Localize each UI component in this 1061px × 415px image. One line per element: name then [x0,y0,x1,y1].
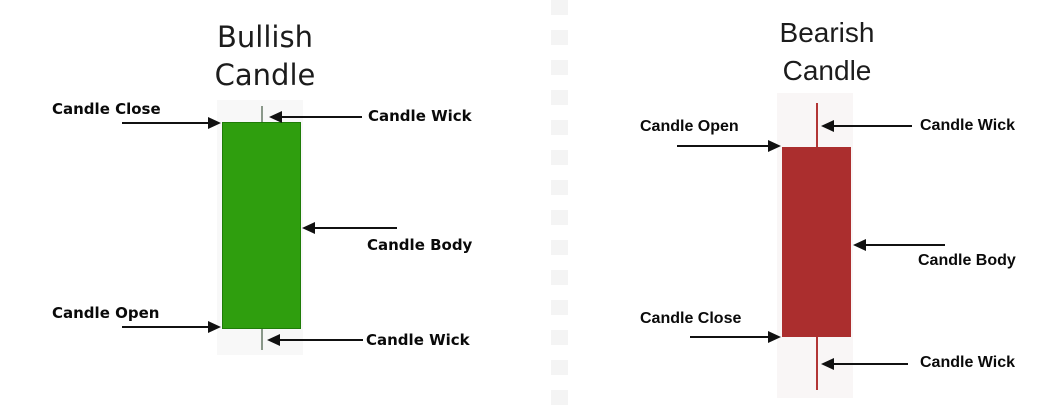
label-candle-wick-top: Candle Wick [920,117,1015,134]
arrow-shaft [311,227,397,229]
label-candle-close: Candle Close [640,310,742,327]
arrow-head [302,222,315,234]
arrow-head [821,120,834,132]
label-candle-wick-bottom: Candle Wick [366,331,470,349]
arrow-head [267,334,280,346]
bullish-candle-body [222,122,301,329]
arrow-shaft [690,336,772,338]
arrow-shaft [830,363,908,365]
transparency-checker-strip [551,0,568,415]
label-candle-wick-top: Candle Wick [368,107,472,125]
arrow-shaft [830,125,912,127]
arrow-head [768,140,781,152]
arrow-shaft [122,326,212,328]
arrow-candle-open [677,140,781,152]
bullish-wick-bottom [261,329,263,350]
label-candle-wick-bottom: Candle Wick [920,354,1015,371]
bullish-panel-title: Bullish Candle [165,18,365,94]
label-candle-body: Candle Body [367,236,473,254]
label-candle-close: Candle Close [52,100,161,118]
arrow-candle-wick-bottom [821,358,908,370]
arrow-shaft [278,116,362,118]
arrow-head [208,321,221,333]
arrow-shaft [862,244,945,246]
label-candle-body: Candle Body [918,252,1016,269]
title-line-2: Candle [782,55,872,86]
arrow-head [853,239,866,251]
bearish-wick-bottom [816,337,818,390]
title-line-1: Bullish [217,20,313,54]
arrow-shaft [276,339,363,341]
arrow-head [269,111,282,123]
arrow-candle-close [122,117,221,129]
arrow-candle-wick-top [821,120,912,132]
arrow-shaft [677,145,772,147]
arrow-head [208,117,221,129]
label-candle-open: Candle Open [52,304,160,322]
title-line-1: Bearish [779,17,875,48]
bearish-candle-body [782,147,851,337]
arrow-candle-close [690,331,781,343]
bearish-panel-title: Bearish Candle [727,14,927,90]
arrow-candle-open [122,321,221,333]
arrow-head [821,358,834,370]
arrow-candle-body [853,239,945,251]
bullish-wick-top [261,106,263,122]
arrow-shaft [122,122,212,124]
label-candle-open: Candle Open [640,118,739,135]
bearish-wick-top [816,103,818,147]
arrow-candle-body [302,222,397,234]
arrow-candle-wick-bottom [267,334,363,346]
title-line-2: Candle [214,58,316,92]
arrow-head [768,331,781,343]
arrow-candle-wick-top [269,111,362,123]
